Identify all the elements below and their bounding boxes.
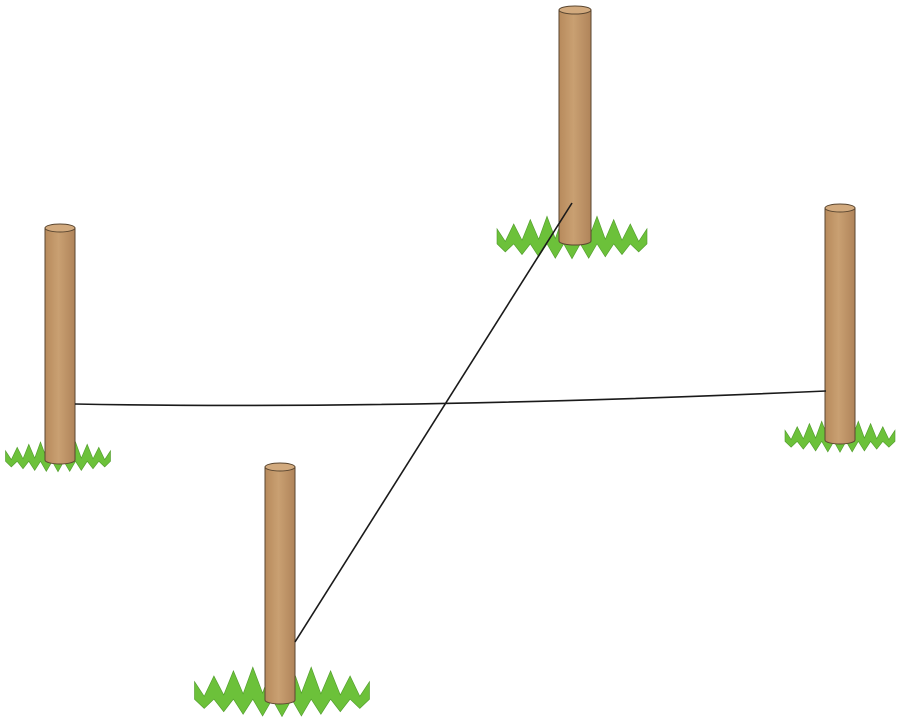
post-left-top [44, 223, 76, 233]
post-bottom-body [264, 466, 296, 705]
string-left-right [74, 390, 827, 407]
post-top-body [558, 9, 592, 246]
post-bottom-top [264, 462, 296, 472]
post-right-grass-tuft [784, 418, 896, 453]
post-top-top [558, 5, 592, 15]
post-top [558, 5, 592, 246]
post-right-body [824, 207, 856, 445]
post-left [44, 223, 76, 465]
strings [74, 202, 827, 643]
post-bottom [264, 462, 296, 705]
post-bottom-grass-tuft [194, 664, 370, 717]
post-left-grass-tuft [5, 439, 111, 473]
post-left-body [44, 227, 76, 465]
posts [44, 5, 856, 705]
string-bottom-top [294, 202, 573, 643]
post-right [824, 203, 856, 445]
grass-tufts [5, 213, 896, 717]
post-right-top [824, 203, 856, 213]
